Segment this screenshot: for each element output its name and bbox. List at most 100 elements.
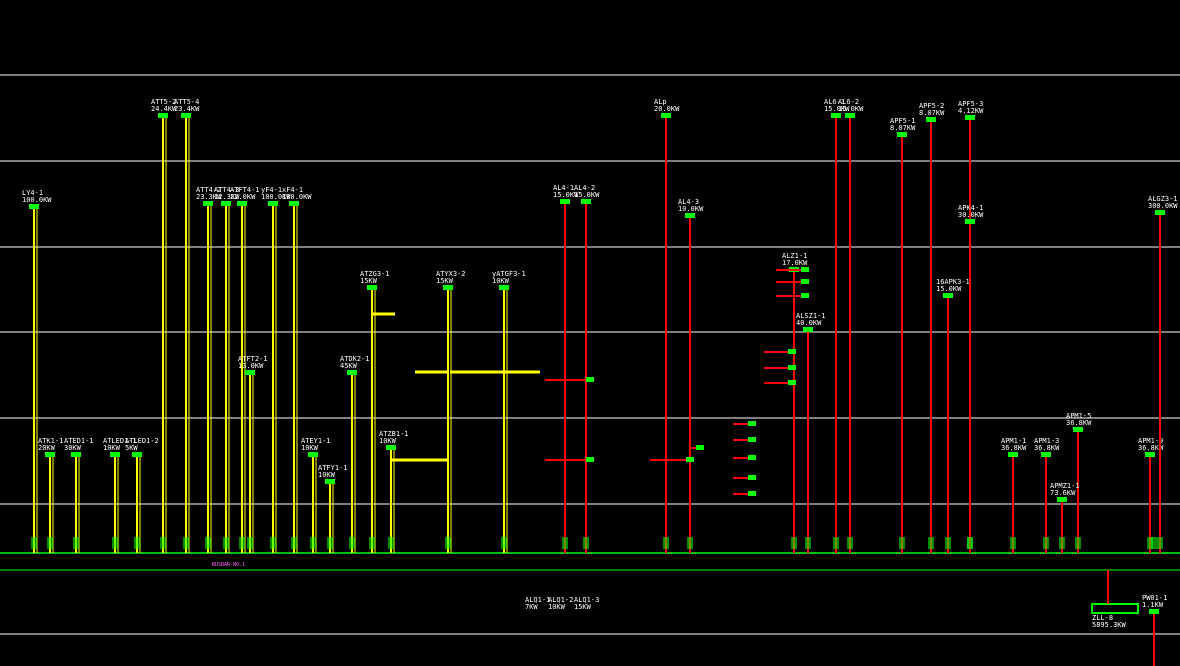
- feeder-rating: 100.0KW: [22, 196, 52, 204]
- feeder-node: [110, 452, 120, 457]
- bus-tap: [270, 537, 276, 549]
- bus-tap: [899, 537, 905, 549]
- feeder-label: APF5-2: [919, 102, 944, 110]
- branch-node: [801, 267, 809, 272]
- bus-tap: [1147, 537, 1153, 549]
- branch-node: [788, 349, 796, 354]
- feeder: APM1-536.8KW: [1066, 412, 1092, 553]
- bus-tag: BUSBAR-NO.1: [212, 562, 245, 568]
- feeder-rating: 10KW: [301, 444, 319, 452]
- feeder-node: [499, 285, 509, 290]
- lower-label: ALQ1-1: [525, 596, 550, 604]
- feeder-label: PW01-1: [1142, 594, 1167, 602]
- feeder-node: [443, 285, 453, 290]
- branch-node: [748, 455, 756, 460]
- branch-node: [586, 377, 594, 382]
- feeder: ATT4-312.3KW: [214, 186, 240, 553]
- feeder-rating: 1.1KW: [1142, 601, 1164, 609]
- feeder-label: ATED1-1: [64, 437, 94, 445]
- feeder-node: [965, 115, 975, 120]
- feeder-node: [386, 445, 396, 450]
- feeder: APM1-136.8KW: [1001, 437, 1027, 553]
- feeder-label: ATFT2-1: [238, 355, 268, 363]
- lower-label: ZLL-8: [1092, 614, 1113, 622]
- bus-tap: [1075, 537, 1081, 549]
- feeder-rating: 8.07KW: [919, 109, 945, 117]
- feeder: ALSZ1-140.0KW: [796, 312, 826, 553]
- feeder-node: [803, 327, 813, 332]
- feeder: ATT5-224.4KW: [151, 98, 177, 553]
- feeder-node: [1149, 609, 1159, 614]
- feeder-label: ATT4-2: [196, 186, 221, 194]
- feeder-node: [158, 113, 168, 118]
- feeder-label: ALZ1-1: [782, 252, 807, 260]
- bus-tap: [239, 537, 245, 549]
- feeder: AL4-215.0KW: [574, 184, 600, 553]
- lower-rating: 7KW: [525, 603, 538, 611]
- feeder-node: [1041, 452, 1051, 457]
- feeder: ATT5-423.4KW: [174, 98, 200, 553]
- feeder-label: ATYX3-2: [436, 270, 466, 278]
- lower-rating: 15KW: [574, 603, 592, 611]
- feeder-label: ATFT4-1: [230, 186, 260, 194]
- feeder-rating: 20.0KW: [654, 105, 680, 113]
- branch-node: [801, 293, 809, 298]
- feeder-label: ATK1-1: [38, 437, 63, 445]
- feeder-label: AL6-1: [824, 98, 845, 106]
- lower-label: ALQ1-3: [574, 596, 599, 604]
- feeder-node: [203, 201, 213, 206]
- feeder-node: [845, 113, 855, 118]
- feeder-rating: 73.6KW: [1050, 489, 1076, 497]
- branch-node: [748, 491, 756, 496]
- feeder: APMZ1-173.6KW: [1050, 482, 1080, 553]
- feeder-label: APM1-9: [1138, 437, 1163, 445]
- feeder-label: ATDK2-1: [340, 355, 370, 363]
- feeder-label: APF5-3: [958, 100, 983, 108]
- feeder-rating: 10.0KW: [678, 205, 704, 213]
- feeder-label: ATLED1-2: [125, 437, 159, 445]
- feeder: ATT4-223.3KW: [196, 186, 222, 553]
- feeder-label: ALGZ3-1: [1148, 195, 1178, 203]
- floor-lines: [0, 74, 1180, 635]
- bus-tap: [945, 537, 951, 549]
- bus-tap: [47, 537, 53, 549]
- branch-node: [788, 380, 796, 385]
- feeder: APM1-336.8KW: [1034, 437, 1060, 553]
- bus-tap: [562, 537, 568, 549]
- feeder-label: APM1-3: [1034, 437, 1059, 445]
- branch-node: [748, 421, 756, 426]
- feeder-group: LY4-1100.0KWATK1-120KWATED1-130KWATLED1-…: [22, 98, 1178, 666]
- feeder-rating: 15KW: [436, 277, 454, 285]
- feeder-rating: 36.8KW: [1001, 444, 1027, 452]
- feeder-label: AL6-2: [838, 98, 859, 106]
- feeder-rating: 40.0KW: [796, 319, 822, 327]
- feeder-node: [325, 479, 335, 484]
- feeder-node: [661, 113, 671, 118]
- bus-tap: [1010, 537, 1016, 549]
- feeder: APF5-34.12KW: [958, 100, 984, 553]
- bus-tap: [223, 537, 229, 549]
- feeder-label: AL4-1: [553, 184, 574, 192]
- feeder-rating: 24.4KW: [151, 105, 177, 113]
- feeder-node: [581, 199, 591, 204]
- bus-tap: [247, 537, 253, 549]
- feeder-node: [268, 201, 278, 206]
- feeder-node: [308, 452, 318, 457]
- bus-tap: [1157, 537, 1163, 549]
- feeder-node: [1145, 452, 1155, 457]
- bus-tap: [134, 537, 140, 549]
- feeder-node: [1155, 210, 1165, 215]
- feeder-label: ATZB1-1: [379, 430, 409, 438]
- bus-tap: [847, 537, 853, 549]
- feeder-node: [367, 285, 377, 290]
- feeder-rating: 20KW: [38, 444, 56, 452]
- feeder-rating: 100.0KW: [261, 193, 291, 201]
- feeder-rating: 13.0KW: [238, 362, 264, 370]
- feeder-rating: 45KW: [340, 362, 358, 370]
- feeder: PW01-11.1KW: [1142, 537, 1167, 666]
